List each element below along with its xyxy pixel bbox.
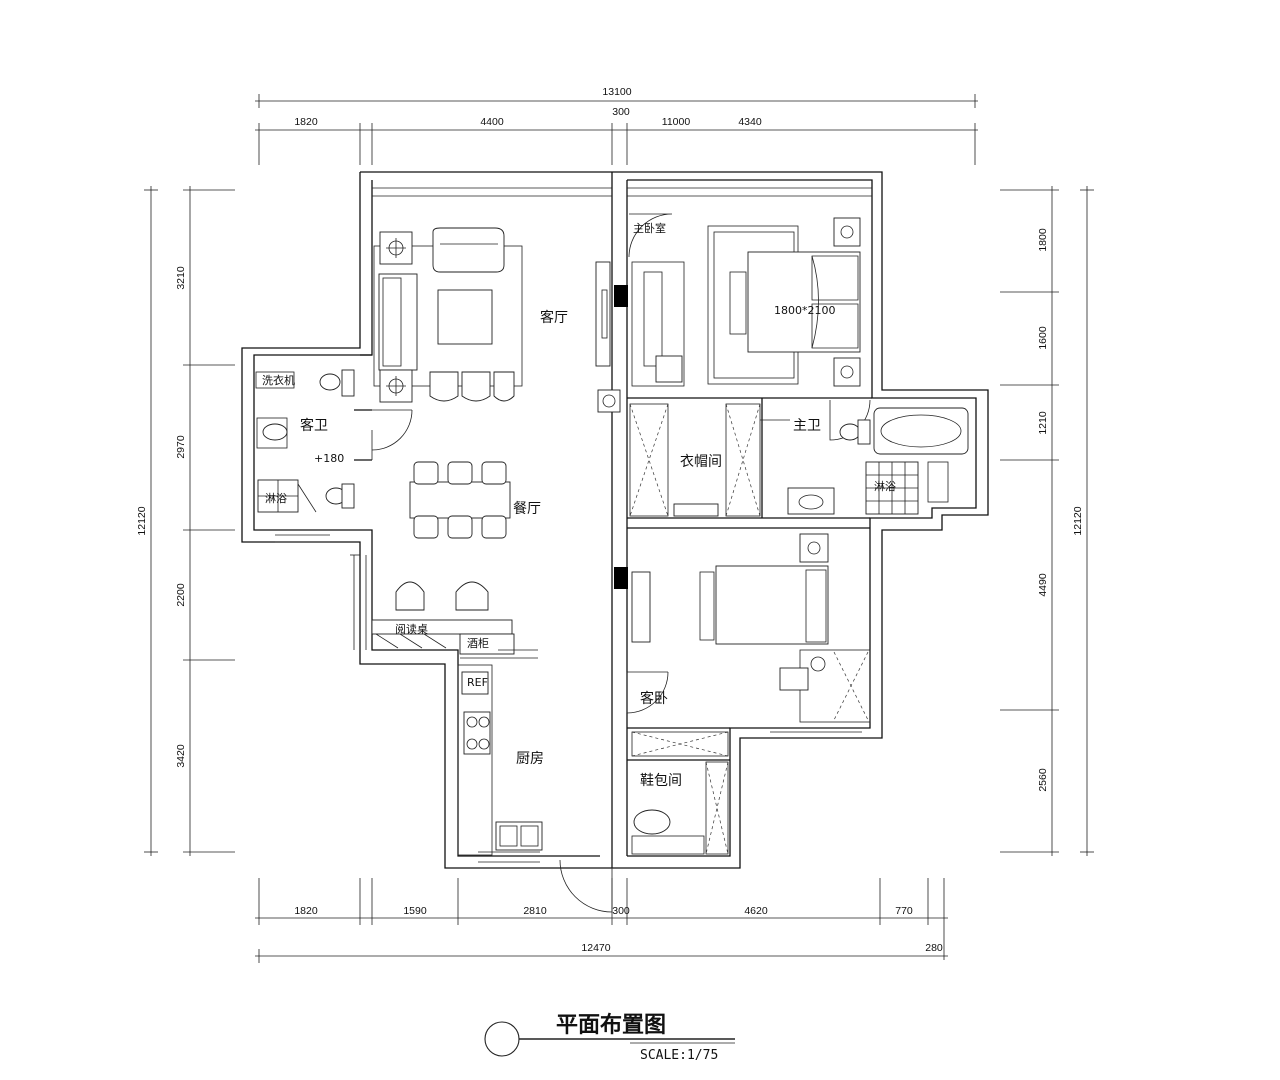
wine-cabinet-label: 酒柜 [467, 637, 489, 650]
dim-right-4: 4490 [1037, 573, 1049, 597]
master-bedroom-furniture [631, 217, 861, 387]
guest-bath-label: 客卫 [300, 417, 328, 434]
dim-left-3: 2200 [175, 583, 187, 607]
dim-top-4: 11000 [662, 116, 691, 128]
dim-right-3: 1210 [1037, 411, 1049, 435]
drawing-scale: SCALE:1/75 [640, 1048, 718, 1063]
reading-desk-label: 阅读桌 [395, 622, 428, 636]
dining-furniture [371, 461, 538, 659]
dim-right-total: 12120 [1072, 506, 1084, 535]
master-bedroom-label: 主卧室 [633, 221, 666, 235]
walls [241, 171, 989, 869]
guest-bedroom-furniture [631, 533, 871, 723]
shoe-room-fixtures [631, 731, 729, 855]
bottom-dimensions: 1820 1590 2810 300 4620 770 12470 280 [255, 878, 948, 963]
dim-bottom-5: 4620 [744, 905, 768, 917]
washer-label: 洗衣机 [262, 373, 295, 387]
dim-top-3: 300 [612, 106, 630, 118]
bed-size-label: 1800*2100 [774, 304, 836, 317]
shower-label-2: 淋浴 [874, 480, 896, 493]
fridge-label: REF [467, 676, 488, 689]
left-dimensions: 12120 3210 2970 2200 3420 [136, 186, 235, 856]
living-room-furniture [373, 227, 621, 413]
dim-bottom-3: 2810 [523, 905, 547, 917]
dim-right-5: 2560 [1037, 768, 1049, 792]
dim-left-4: 3420 [175, 744, 187, 768]
cloakroom-label: 衣帽间 [680, 454, 722, 470]
dim-bottom-total: 12470 [581, 942, 610, 954]
dim-top-total: 13100 [602, 86, 631, 98]
title-block [484, 1021, 735, 1057]
master-bath-fixtures [787, 407, 969, 515]
dim-right-2: 1600 [1037, 326, 1049, 350]
shower-label-1: 淋浴 [265, 492, 287, 505]
doors [371, 213, 871, 913]
dim-bottom-2: 1590 [403, 905, 427, 917]
living-room-label: 客厅 [540, 309, 568, 326]
dim-bottom-1: 1820 [294, 905, 318, 917]
shoe-room-label: 鞋包间 [640, 773, 682, 789]
kitchen-label: 厨房 [516, 751, 544, 767]
dim-left-total: 12120 [136, 506, 148, 535]
guest-bedroom-label: 客卧 [640, 690, 668, 707]
guest-bath-level: +180 [314, 452, 344, 465]
guest-bath-fixtures [255, 369, 355, 513]
kitchen-fixtures [457, 664, 543, 856]
drawing-title: 平面布置图 [556, 1012, 666, 1038]
dim-bottom-6: 770 [895, 905, 913, 917]
dim-top-5: 4340 [738, 116, 762, 128]
dim-top-2: 4400 [480, 116, 504, 128]
dim-bottom-4: 300 [612, 905, 630, 917]
dim-left-1: 3210 [175, 266, 187, 290]
dim-top-1: 1820 [294, 116, 318, 128]
cloakroom-fixtures [629, 403, 761, 517]
dim-left-2: 2970 [175, 435, 187, 459]
master-bath-label: 主卫 [793, 418, 821, 434]
top-dimensions: 13100 1820 4400 300 11000 4340 [255, 86, 978, 165]
dim-bottom-extra: 280 [925, 942, 943, 954]
right-dimensions: 1800 1600 1210 4490 2560 12120 [1000, 186, 1094, 856]
dining-room-label: 餐厅 [513, 501, 541, 517]
dim-right-1: 1800 [1037, 228, 1049, 252]
